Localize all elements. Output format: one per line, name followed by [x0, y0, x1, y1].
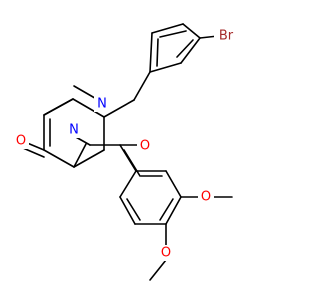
- bond: [156, 38, 159, 67]
- ketone-oxygen-label: O: [140, 139, 150, 154]
- ring-nitrogen-2-label: N: [97, 97, 107, 112]
- ring-nitrogen-1-label: N: [69, 123, 79, 138]
- ring-carbonyl-oxygen-label: O: [16, 134, 26, 149]
- bromine-label: Br: [219, 29, 234, 44]
- bond: [159, 198, 174, 221]
- bond: [126, 198, 141, 221]
- bond: [119, 170, 137, 198]
- bond: [176, 39, 194, 58]
- bond: [180, 37, 201, 64]
- bond: [72, 98, 105, 118]
- bond: [149, 62, 182, 73]
- bond: [165, 170, 182, 198]
- bond: [159, 30, 187, 38]
- bond: [149, 32, 153, 73]
- structure-canvas: O N N Br O O O: [13, 23, 238, 281]
- bond: [103, 99, 135, 118]
- bond: [43, 149, 75, 168]
- bond: [73, 149, 105, 168]
- bond: [43, 98, 74, 116]
- bond: [22, 147, 45, 158]
- molecule-diagram: O N N Br O O O: [13, 23, 238, 281]
- bonds: [19, 23, 233, 281]
- bond: [133, 71, 151, 101]
- methoxy-oxygen-2-label: O: [161, 246, 171, 261]
- bond: [151, 23, 184, 34]
- bond: [182, 23, 201, 39]
- atoms: O N N Br O O O: [13, 28, 238, 261]
- methoxy-oxygen-1-label: O: [201, 190, 211, 205]
- bond: [73, 143, 87, 168]
- bond: [149, 259, 167, 281]
- bond: [119, 196, 136, 225]
- bond: [165, 196, 182, 225]
